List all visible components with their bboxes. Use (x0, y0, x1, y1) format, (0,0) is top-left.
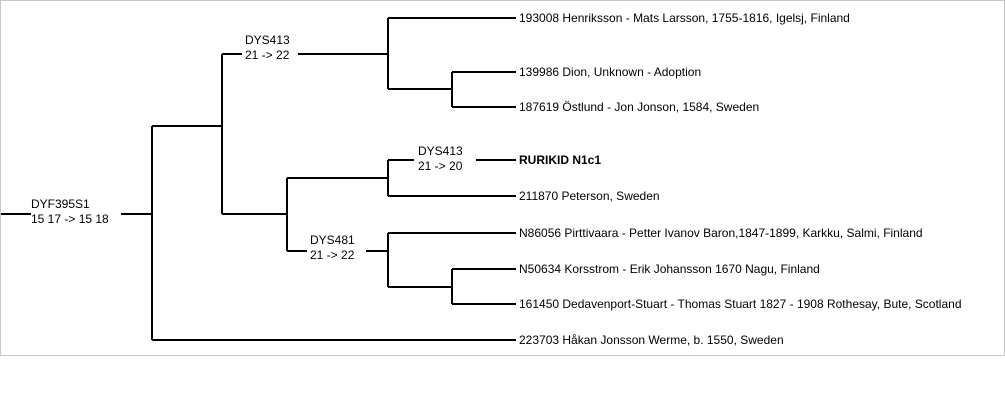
leaf-dedavenport: 161450 Dedavenport-Stuart - Thomas Stuar… (519, 297, 962, 311)
tree-lines (1, 17, 516, 341)
mutation-marker: DYS413 (418, 144, 463, 158)
mutation-marker: DYF395S1 (31, 197, 90, 211)
mutation-change: 21 -> 22 (310, 248, 355, 262)
mutation-change: 21 -> 22 (245, 48, 290, 62)
leaf-henriksson: 193008 Henriksson - Mats Larsson, 1755-1… (519, 11, 850, 25)
leaf-korsstrom: N50634 Korsstrom - Erik Johansson 1670 N… (519, 262, 820, 276)
leaf-ostlund: 187619 Östlund - Jon Jonson, 1584, Swede… (519, 100, 760, 114)
mutation-label-dys481: DYS481 21 -> 22 (310, 233, 355, 263)
leaf-dion: 139986 Dion, Unknown - Adoption (519, 65, 702, 79)
leaf-rurikid: RURIKID N1c1 (519, 153, 602, 167)
mutation-label-root: DYF395S1 15 17 -> 15 18 (31, 197, 109, 227)
mutation-marker: DYS481 (310, 233, 355, 247)
leaf-pirttivaara: N86056 Pirttivaara - Petter Ivanov Baron… (519, 226, 923, 240)
mutation-change: 15 17 -> 15 18 (31, 212, 109, 226)
phylogenetic-tree: DYF395S1 15 17 -> 15 18 DYS413 21 -> 22 … (0, 0, 1005, 356)
mutation-label-dys413-upper: DYS413 21 -> 22 (245, 33, 290, 63)
leaf-werme: 223703 Håkan Jonsson Werme, b. 1550, Swe… (519, 333, 784, 347)
mutation-label-dys413-rurikid: DYS413 21 -> 20 (418, 144, 463, 174)
mutation-change: 21 -> 20 (418, 159, 463, 173)
mutation-marker: DYS413 (245, 33, 290, 47)
leaf-peterson: 211870 Peterson, Sweden (519, 189, 660, 203)
